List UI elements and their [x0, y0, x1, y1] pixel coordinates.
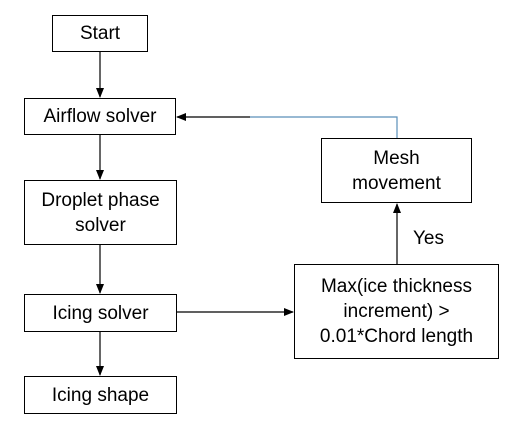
- icing-solver-node: Icing solver: [24, 294, 177, 332]
- feedback-line-mesh-to-airflow: [250, 116, 398, 138]
- start-node: Start: [52, 15, 148, 52]
- ice-thickness-condition-node: Max(ice thickness increment) > 0.01*Chor…: [294, 264, 499, 359]
- airflow-solver-node: Airflow solver: [24, 98, 176, 135]
- mesh-movement-node: Mesh movement: [321, 138, 472, 203]
- droplet-phase-solver-node: Droplet phase solver: [24, 180, 177, 245]
- icing-shape-node: Icing shape: [24, 376, 177, 414]
- yes-edge-label: Yes: [413, 228, 444, 249]
